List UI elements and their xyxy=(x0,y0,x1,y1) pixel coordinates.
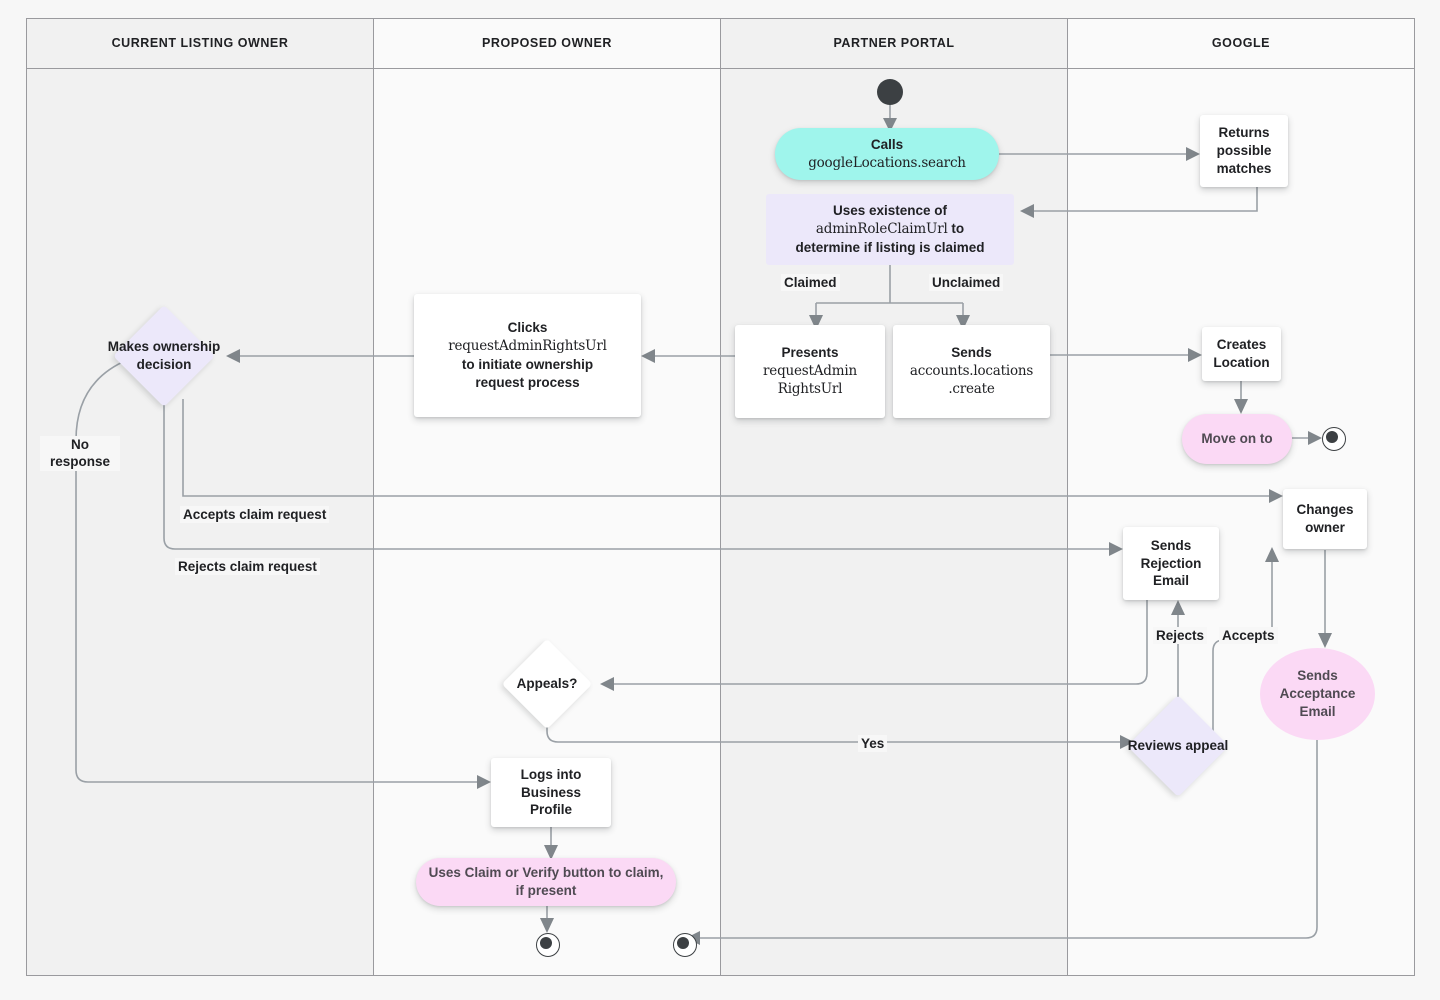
node-line-3: RightsUrl xyxy=(777,381,843,398)
node-line-1: Calls xyxy=(870,136,904,152)
node-label: Makes ownership decision xyxy=(107,339,221,372)
node-sends-acceptance-email[interactable]: Sends Acceptance Email xyxy=(1260,648,1375,740)
node-sends-accounts-locations-create[interactable]: Sends accounts.locations .create xyxy=(893,325,1050,418)
end-terminator-google xyxy=(1322,427,1346,451)
node-returns-possible-matches[interactable]: Returns possible matches xyxy=(1200,115,1288,187)
lane-divider-1 xyxy=(373,18,374,976)
node-makes-ownership-decision[interactable]: Makes ownership decision xyxy=(108,305,220,407)
edge-label-yes: Yes xyxy=(858,735,888,753)
lane-title-google: GOOGLE xyxy=(1211,36,1271,50)
lane-current-listing-owner xyxy=(27,18,373,976)
lane-title-partner-portal: PARTNER PORTAL xyxy=(833,36,955,50)
edge-label-rejects: Rejects xyxy=(1153,627,1208,645)
edge-label-accepts-claim-request: Accepts claim request xyxy=(180,506,330,524)
node-line-4: request process xyxy=(475,374,580,390)
lane-title-proposed-owner: PROPOSED OWNER xyxy=(482,36,612,50)
node-line-2: accounts.locations xyxy=(909,362,1034,379)
node-line-2: requestAdminRightsUrl xyxy=(448,338,607,355)
node-line-2-code: adminRoleClaimUrl xyxy=(815,221,948,238)
node-uses-claim-or-verify-button[interactable]: Uses Claim or Verify button to claim, if… xyxy=(416,858,676,906)
node-sends-rejection-email[interactable]: Sends Rejection Email xyxy=(1123,527,1219,600)
start-terminator xyxy=(877,79,903,105)
node-line-3: to initiate ownership xyxy=(461,357,594,372)
node-appeals-decision[interactable]: Appeals? xyxy=(501,638,593,730)
lane-divider-3 xyxy=(1067,18,1068,976)
edge-label-accepts: Accepts xyxy=(1219,627,1278,645)
node-line-2: requestAdmin xyxy=(763,362,857,379)
edge-label-claimed: Claimed xyxy=(781,274,840,292)
node-line-1: Uses existence of xyxy=(832,203,948,219)
node-line-2: googleLocations.search xyxy=(808,154,966,171)
node-line-1: Sends xyxy=(951,344,992,360)
node-label: Appeals? xyxy=(516,676,578,692)
node-creates-location[interactable]: Creates Location xyxy=(1202,327,1281,381)
end-terminator-partner-portal xyxy=(673,933,697,957)
node-presents-request-admin-rights-url[interactable]: Presents requestAdmin RightsUrl xyxy=(735,325,885,418)
node-line-1: Clicks xyxy=(507,320,548,336)
node-line-3: determine if listing is claimed xyxy=(795,239,985,255)
node-logs-into-business-profile[interactable]: Logs into Business Profile xyxy=(491,758,611,827)
node-reviews-appeal[interactable]: Reviews appeal xyxy=(1127,695,1229,797)
lane-divider-2 xyxy=(720,18,721,976)
node-line-1: Presents xyxy=(781,344,839,360)
edge-label-rejects-claim-request: Rejects claim request xyxy=(175,558,320,576)
node-clicks-request-admin-rights-url[interactable]: Clicks requestAdminRightsUrl to initiate… xyxy=(414,294,641,417)
node-line-3: .create xyxy=(948,381,995,398)
end-terminator-proposed-owner xyxy=(536,933,560,957)
node-label: Reviews appeal xyxy=(1127,738,1229,754)
edge-label-unclaimed: Unclaimed xyxy=(929,274,1004,292)
node-uses-existence-of-admin-role-claim-url[interactable]: Uses existence of adminRoleClaimUrl to d… xyxy=(766,194,1014,265)
lane-title-current-listing-owner: CURRENT LISTING OWNER xyxy=(111,36,289,50)
node-changes-owner[interactable]: Changes owner xyxy=(1283,489,1367,549)
node-move-on-to[interactable]: Move on to xyxy=(1182,414,1292,464)
node-calls-google-locations-search[interactable]: Calls googleLocations.search xyxy=(775,128,999,180)
lane-header-rule xyxy=(26,68,1415,69)
edge-label-no-response: No response xyxy=(40,436,120,471)
node-line-2-tail: to xyxy=(947,221,965,237)
